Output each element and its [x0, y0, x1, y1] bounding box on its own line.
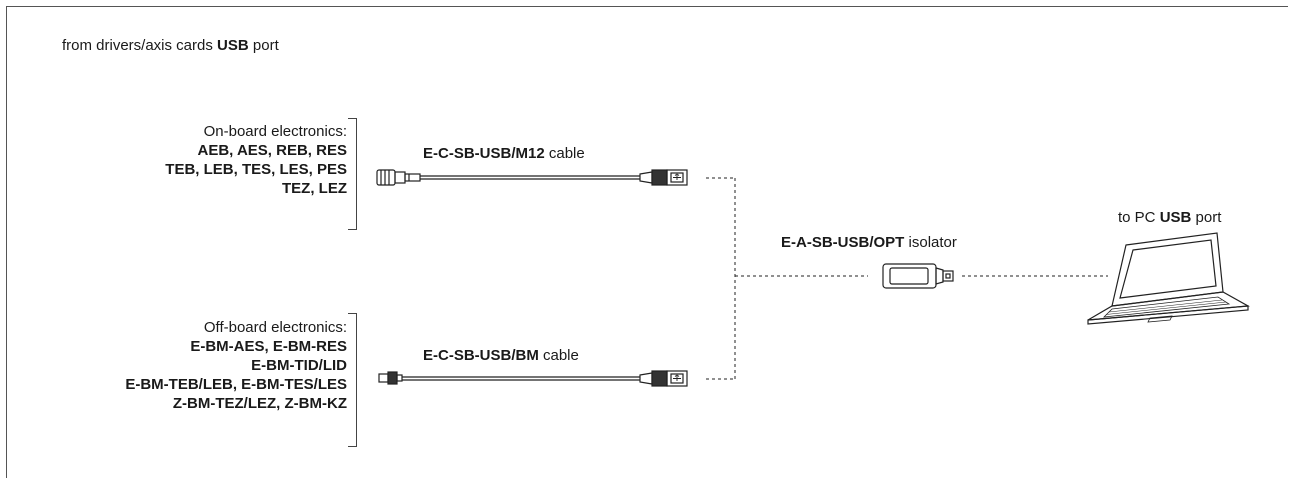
mini-usb-plug-icon [378, 371, 403, 385]
offboard-title: Off-board electronics: [203, 319, 347, 336]
isolator-code: E-A-SB-USB/OPT [781, 234, 905, 251]
pc-prefix: to PC [1118, 209, 1156, 226]
usb-a-plug-icon [639, 370, 688, 387]
cable-m12-code: E-C-SB-USB/M12 [423, 145, 545, 162]
cable-bm-label: E-C-SB-USB/BM cable [423, 346, 579, 365]
onboard-title: On-board electronics: [203, 123, 347, 140]
isolator-suffix: isolator [908, 234, 957, 251]
bm-cable-line [402, 376, 640, 381]
usb-a-plug-icon [639, 169, 688, 186]
cable-bm-code: E-C-SB-USB/BM [423, 347, 539, 364]
onboard-line-2: TEB, LEB, TES, LES, PES [165, 161, 347, 178]
header-bold: USB [217, 37, 249, 54]
frame-top-border [6, 6, 1288, 7]
m12-connector-icon [376, 169, 421, 186]
offboard-line-4: Z-BM-TEZ/LEZ, Z-BM-KZ [172, 395, 347, 412]
header-prefix: from drivers/axis cards [62, 37, 213, 54]
onboard-group: On-board electronics: AEB, AES, REB, RES… [165, 122, 347, 198]
m12-cable-line [420, 175, 640, 180]
pc-bold: USB [1159, 209, 1192, 226]
offboard-line-3: E-BM-TEB/LEB, E-BM-TES/LES [125, 376, 347, 393]
onboard-bracket [348, 118, 357, 230]
isolator-label: E-A-SB-USB/OPT isolator [781, 233, 957, 252]
laptop-icon [1087, 232, 1250, 325]
offboard-bracket [348, 313, 357, 447]
pc-label: to PC USB port [1118, 208, 1221, 227]
offboard-line-1: E-BM-AES, E-BM-RES [190, 338, 347, 355]
header-suffix: port [252, 37, 279, 54]
cable-m12-label: E-C-SB-USB/M12 cable [423, 144, 585, 163]
onboard-line-3: TEZ, LEZ [282, 180, 347, 197]
offboard-line-2: E-BM-TID/LID [251, 357, 347, 374]
offboard-group: Off-board electronics: E-BM-AES, E-BM-RE… [125, 318, 347, 413]
dashed-connections [706, 177, 1108, 380]
header-caption: from drivers/axis cards USB port [62, 36, 279, 55]
cable-m12-suffix: cable [548, 145, 585, 162]
frame-left-border [6, 6, 7, 478]
cable-bm-suffix: cable [543, 347, 579, 364]
onboard-line-1: AEB, AES, REB, RES [197, 142, 347, 159]
usb-isolator-icon [882, 263, 954, 289]
pc-suffix: port [1195, 209, 1222, 226]
